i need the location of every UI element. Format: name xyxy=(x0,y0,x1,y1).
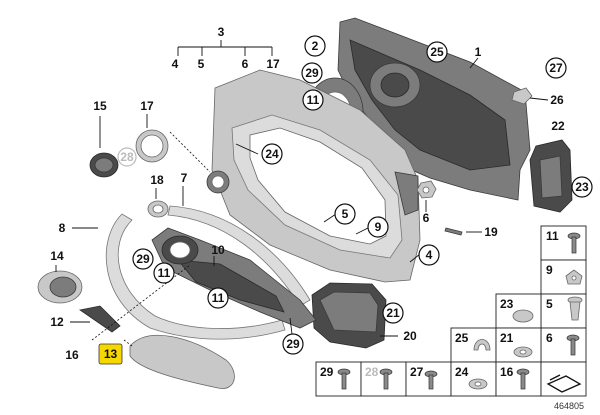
grid-label-24[interactable]: 24 xyxy=(455,365,469,379)
part-18-grommet xyxy=(147,188,169,218)
part-10-armrest xyxy=(91,227,317,341)
callout-2[interactable]: 2 xyxy=(312,39,319,53)
callout-5[interactable]: 5 xyxy=(342,207,349,221)
callout-21[interactable]: 21 xyxy=(386,306,400,320)
grid-label-11[interactable]: 11 xyxy=(546,229,559,243)
screw-icon-6 xyxy=(566,334,580,356)
grid-label-6[interactable]: 6 xyxy=(546,331,553,345)
callout-27[interactable]: 27 xyxy=(549,61,563,75)
callout-9[interactable]: 9 xyxy=(375,220,382,234)
part-26-clip xyxy=(511,87,549,105)
grid-label-29[interactable]: 29 xyxy=(320,365,334,379)
callout-7[interactable]: 7 xyxy=(181,171,188,185)
callout-11-a[interactable]: 11 xyxy=(307,93,320,107)
callout-29-b[interactable]: 29 xyxy=(136,252,150,266)
callout-29-c[interactable]: 29 xyxy=(286,337,300,351)
leader-29c xyxy=(289,317,293,335)
part-8-trim-arc xyxy=(72,213,286,340)
screw-icon-11 xyxy=(567,232,581,254)
callout-16[interactable]: 16 xyxy=(65,348,79,362)
leader-4 xyxy=(409,253,421,263)
callouts: 2 29 11 25 1 27 26 15 17 28 22 23 24 18 … xyxy=(50,35,593,365)
grid-label-27[interactable]: 27 xyxy=(410,365,424,379)
callout-24[interactable]: 24 xyxy=(265,147,279,161)
callout-11-b[interactable]: 11 xyxy=(158,266,171,280)
part-17-ring xyxy=(135,114,211,173)
callout-3-group: 3 4 5 6 17 xyxy=(172,25,280,71)
callout-26[interactable]: 26 xyxy=(550,93,564,107)
clip-icon-5 xyxy=(567,296,583,321)
callout-22[interactable]: 22 xyxy=(551,119,565,133)
part-12-insert xyxy=(70,305,121,333)
grid-label-9[interactable]: 9 xyxy=(546,263,553,277)
part-13-handle xyxy=(123,334,235,389)
leader-5 xyxy=(323,213,337,223)
washer-icon-24 xyxy=(468,378,488,390)
callout-18[interactable]: 18 xyxy=(150,173,164,187)
callout-17-top[interactable]: 17 xyxy=(266,57,280,71)
callout-13-highlight xyxy=(98,343,123,365)
part-14-speaker-cover xyxy=(37,265,83,304)
grid-label-28[interactable]: 28 xyxy=(365,365,379,379)
callout-5-top[interactable]: 5 xyxy=(198,57,205,71)
callout-29-a[interactable]: 29 xyxy=(305,66,319,80)
leader-24 xyxy=(235,143,259,155)
callout-20[interactable]: 20 xyxy=(403,329,417,343)
callout-12[interactable]: 12 xyxy=(50,315,64,329)
callout-25[interactable]: 25 xyxy=(430,45,444,59)
callout-23[interactable]: 23 xyxy=(575,180,589,194)
screw-icon-29 xyxy=(337,368,351,390)
callout-14[interactable]: 14 xyxy=(50,249,64,263)
callout-19[interactable]: 19 xyxy=(484,225,498,239)
grid-label-16[interactable]: 16 xyxy=(500,365,514,379)
screw-icon-27 xyxy=(424,370,438,390)
callout-4-top[interactable]: 4 xyxy=(172,57,179,71)
grid-label-21[interactable]: 21 xyxy=(500,331,514,345)
callout-6-top[interactable]: 6 xyxy=(242,57,249,71)
callout-4[interactable]: 4 xyxy=(426,248,433,262)
screw-icon-16 xyxy=(516,368,530,390)
part-19-screw xyxy=(444,227,482,236)
catalog-number: 464805 xyxy=(554,401,584,411)
callout-1[interactable]: 1 xyxy=(475,45,482,59)
part-15-cap xyxy=(89,116,119,178)
clip-icon-9 xyxy=(565,269,583,285)
callout-6[interactable]: 6 xyxy=(423,211,430,225)
part-6-nut xyxy=(416,180,437,212)
callout-28[interactable]: 28 xyxy=(120,150,134,164)
part-22-23 xyxy=(529,139,573,213)
callout-3[interactable]: 3 xyxy=(218,25,225,39)
callout-15[interactable]: 15 xyxy=(93,99,107,113)
clamp-icon-25 xyxy=(473,339,491,351)
grid-label-23[interactable]: 23 xyxy=(500,297,514,311)
catalog-symbol-icon xyxy=(546,374,582,393)
callout-8[interactable]: 8 xyxy=(59,221,66,235)
callout-11-c[interactable]: 11 xyxy=(212,291,225,305)
callout-13[interactable]: 13 xyxy=(104,347,118,361)
washer-icon-21 xyxy=(513,346,533,358)
button-icon-23 xyxy=(512,309,534,323)
grid-label-25[interactable]: 25 xyxy=(455,331,469,345)
callout-10[interactable]: 10 xyxy=(211,243,225,257)
screw-icon-28 xyxy=(379,368,393,390)
fastener-grid: 11 9 5 6 23 25 21 29 28 27 24 16 xyxy=(315,225,587,397)
callout-17[interactable]: 17 xyxy=(140,99,154,113)
grid-label-5[interactable]: 5 xyxy=(546,297,553,311)
callout-3-bracket xyxy=(177,40,273,56)
part-21-box xyxy=(311,282,398,349)
